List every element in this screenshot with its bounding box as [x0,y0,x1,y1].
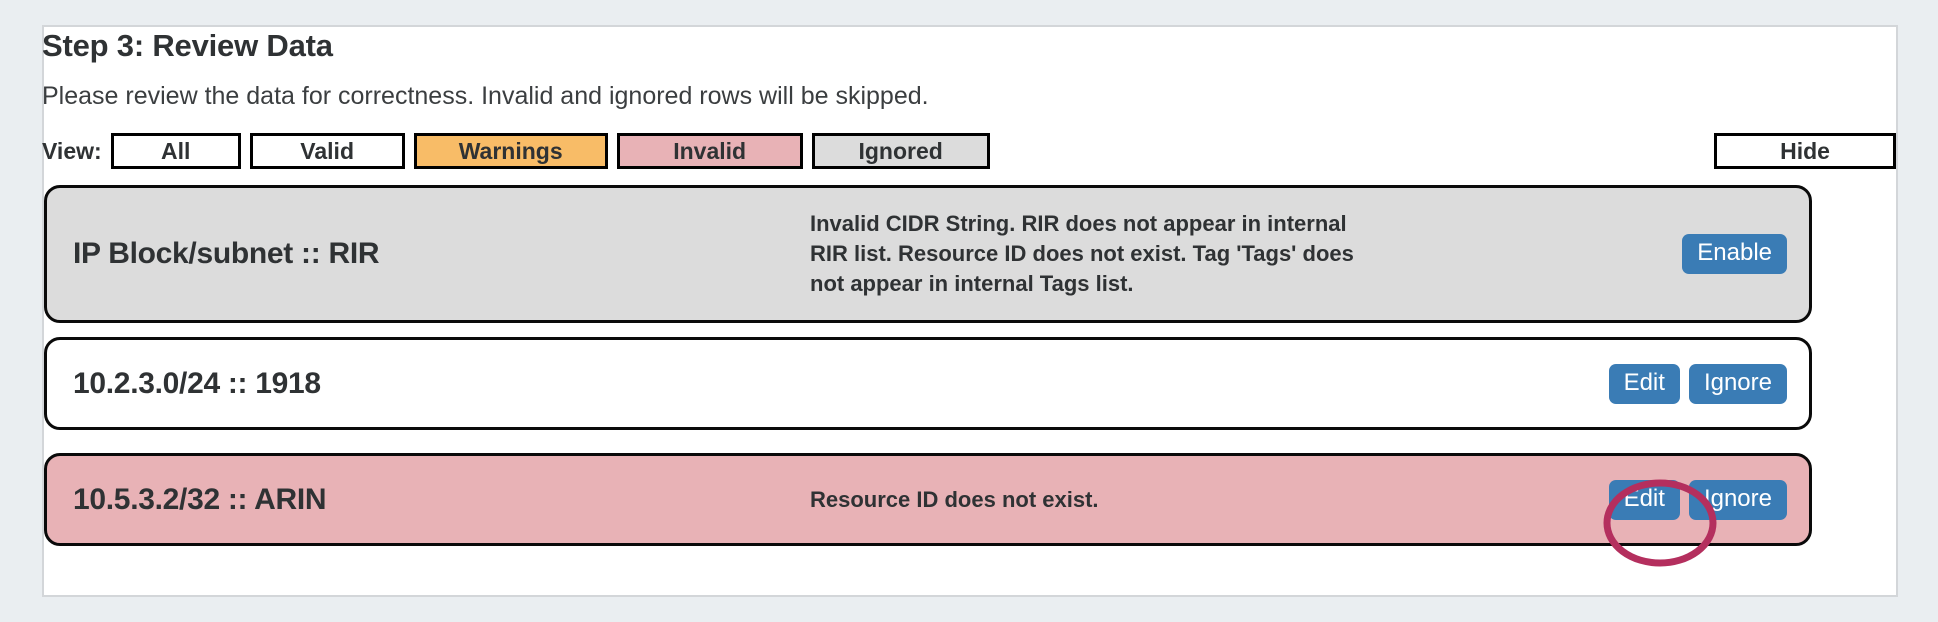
edit-button[interactable]: Edit [1608,479,1680,520]
row-label: 10.5.3.2/32 :: ARIN [73,482,327,516]
edit-button[interactable]: Edit [1608,363,1680,404]
row-actions: Edit Ignore [1608,479,1787,520]
row-message: Invalid CIDR String. RIR does not appear… [810,211,1354,296]
row-actions: Edit Ignore [1608,363,1787,404]
page-title: Step 3: Review Data [42,28,333,63]
filter-button-ignored[interactable]: Ignored [811,133,990,169]
row-label: IP Block/subnet :: RIR [73,237,380,270]
filter-button-warnings[interactable]: Warnings [413,133,608,169]
data-row-list: IP Block/subnet :: RIR Invalid CIDR Stri… [44,185,1812,546]
hide-button[interactable]: Hide [1714,133,1896,169]
ignore-button[interactable]: Ignore [1688,363,1787,404]
view-filter-bar: View: All Valid Warnings Invalid Ignored [42,133,999,169]
table-row[interactable]: 10.5.3.2/32 :: ARIN Resource ID does not… [44,453,1812,546]
row-label: 10.2.3.0/24 :: 1918 [73,366,321,400]
filter-button-valid[interactable]: Valid [249,133,405,169]
filter-button-all[interactable]: All [110,133,241,169]
table-row[interactable]: 10.2.3.0/24 :: 1918 Edit Ignore [44,337,1812,430]
view-label: View: [42,137,102,164]
table-row[interactable]: IP Block/subnet :: RIR Invalid CIDR Stri… [44,185,1812,323]
row-actions: Enable [1682,234,1787,274]
enable-button[interactable]: Enable [1682,234,1787,274]
row-message: Resource ID does not exist. [810,486,1099,512]
filter-button-invalid[interactable]: Invalid [616,133,803,169]
page-subtitle: Please review the data for correctness. … [42,82,929,110]
ignore-button[interactable]: Ignore [1688,479,1787,520]
